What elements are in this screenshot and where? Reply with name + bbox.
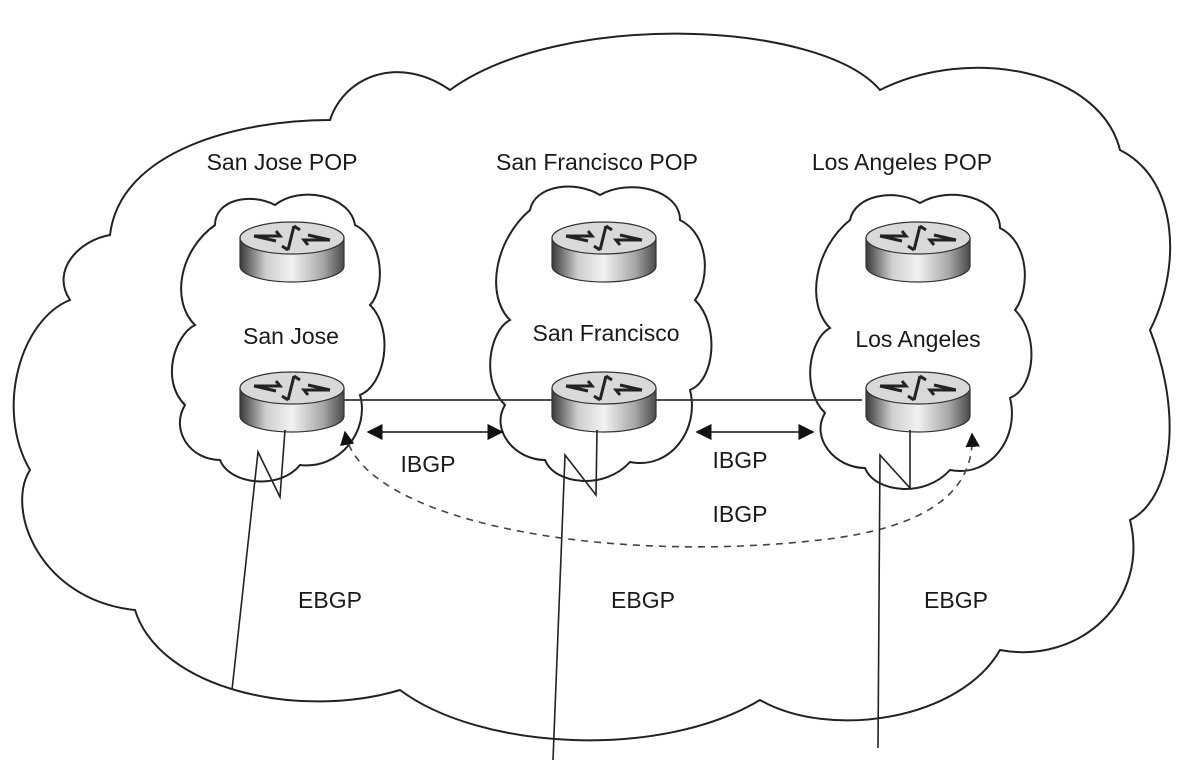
san-francisco-router-label: San Francisco bbox=[532, 320, 679, 346]
ibgp-dashed-arc bbox=[340, 430, 980, 548]
ibgp-label-sj-sf: IBGP bbox=[401, 451, 456, 477]
los-angeles-router-icon bbox=[864, 370, 972, 434]
los-angeles-pop-title: Los Angeles POP bbox=[812, 149, 992, 175]
ebgp-label-los-angeles: EBGP bbox=[924, 587, 988, 613]
san-francisco-router-icon bbox=[550, 370, 658, 434]
san-francisco-pop-title: San Francisco POP bbox=[496, 149, 698, 175]
san-jose-router-icon bbox=[238, 370, 346, 434]
san-francisco-ebgp-link bbox=[552, 429, 598, 761]
san-jose-ebgp-link bbox=[231, 429, 286, 691]
ebgp-label-san-francisco: EBGP bbox=[611, 587, 675, 613]
san-jose-pop-core-router-icon bbox=[238, 220, 346, 284]
san-francisco-pop-core-router-icon bbox=[550, 220, 658, 284]
ibgp-label-sj-la: IBGP bbox=[713, 501, 768, 527]
los-angeles-router-label: Los Angeles bbox=[855, 326, 980, 352]
san-jose-router-label: San Jose bbox=[243, 323, 339, 349]
ibgp-label-sf-la: IBGP bbox=[713, 447, 768, 473]
los-angeles-pop-core-router-icon bbox=[864, 220, 972, 284]
los-angeles-ebgp-link bbox=[877, 430, 911, 749]
ebgp-label-san-jose: EBGP bbox=[298, 587, 362, 613]
san-jose-pop-title: San Jose POP bbox=[207, 149, 358, 175]
